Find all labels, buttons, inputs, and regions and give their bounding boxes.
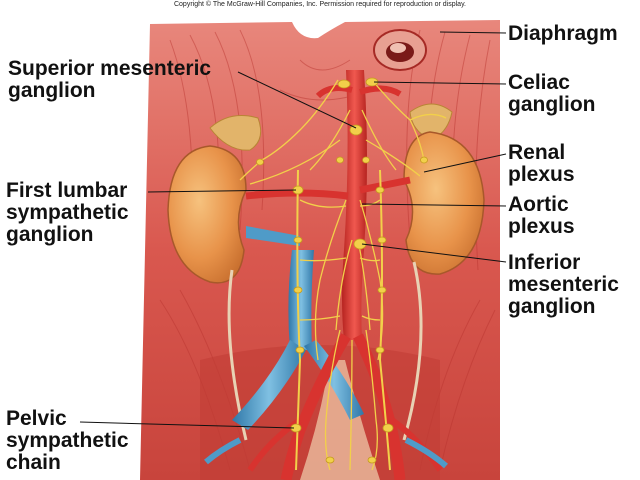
renal-vein-left	[246, 226, 300, 246]
leader-aortic	[361, 203, 507, 207]
left-adrenal-gland	[209, 115, 262, 151]
leader-superior-mesenteric	[237, 71, 357, 129]
leader-celiac	[373, 81, 507, 85]
aorta	[342, 70, 367, 340]
label-pelvic-sympathetic-chain: Pelvic sympathetic chain	[6, 407, 129, 474]
inferior-vena-cava	[288, 250, 314, 350]
label-diaphragm: Diaphragm	[508, 22, 618, 45]
celiac-ganglion-left	[337, 79, 351, 89]
renal-artery-right	[359, 176, 411, 194]
left-common-iliac-artery	[280, 333, 351, 480]
leader-inferior-mesenteric	[361, 243, 507, 263]
right-iliac-vein	[304, 340, 364, 420]
left-iliac-vein	[232, 340, 306, 430]
copyright-notice: Copyright © The McGraw-Hill Companies, I…	[173, 1, 466, 8]
leader-lines	[79, 31, 507, 429]
esophagus-opening	[373, 29, 427, 71]
right-kidney	[403, 131, 485, 275]
leader-pelvic	[79, 421, 295, 429]
label-superior-mesenteric-ganglion: Superior mesenteric ganglion	[8, 57, 212, 102]
label-inferior-mesenteric-ganglion: Inferior mesenteric ganglion	[508, 251, 619, 318]
left-kidney	[167, 145, 247, 284]
leader-renal	[423, 153, 507, 173]
right-adrenal-gland	[409, 103, 453, 141]
ganglia	[256, 77, 428, 464]
label-celiac-ganglion: Celiac ganglion	[508, 71, 596, 116]
superior-mesenteric-ganglion	[349, 124, 363, 136]
label-first-lumbar-sympathetic-ganglion: First lumbar sympathetic ganglion	[6, 179, 129, 246]
sympathetic-chains	[295, 169, 391, 471]
label-renal-plexus: Renal plexus	[508, 141, 575, 186]
leader-first-lumbar	[147, 189, 297, 193]
right-ureter	[402, 261, 423, 441]
leader-diaphragm	[439, 31, 507, 34]
label-aortic-plexus: Aortic plexus	[508, 193, 575, 238]
